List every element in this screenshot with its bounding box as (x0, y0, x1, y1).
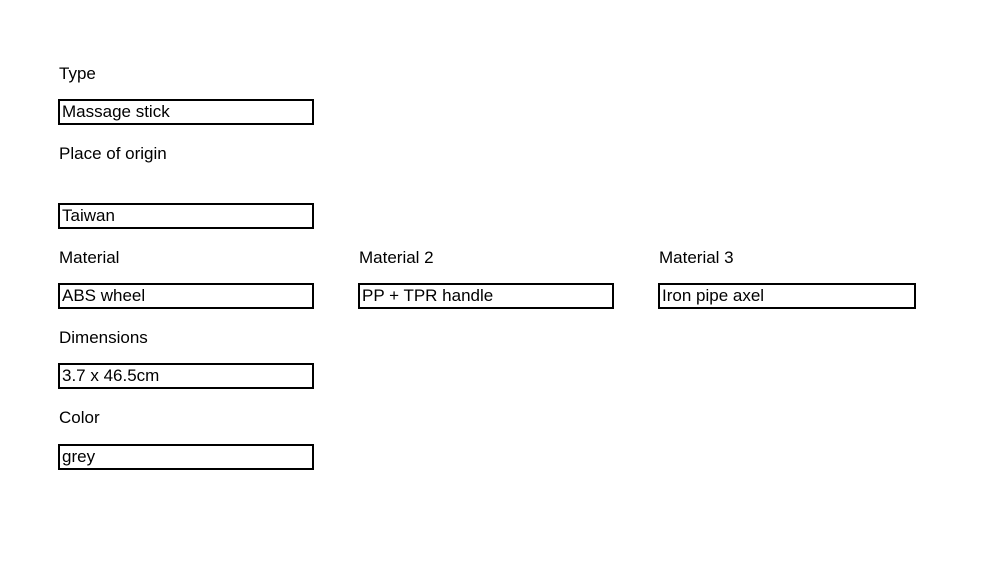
dimensions-field-input[interactable] (58, 363, 314, 389)
material-field-label: Material (59, 248, 120, 267)
material-2-field-label: Material 2 (359, 248, 434, 267)
color-field-label: Color (59, 408, 100, 427)
color-field-input[interactable] (58, 444, 314, 470)
type-field-label: Type (59, 64, 96, 83)
material-3-field-input[interactable] (658, 283, 916, 309)
material-2-field-input[interactable] (358, 283, 614, 309)
place-of-origin-field-label: Place of origin (59, 144, 167, 163)
place-of-origin-field-input[interactable] (58, 203, 314, 229)
type-field-input[interactable] (58, 99, 314, 125)
material-3-field-label: Material 3 (659, 248, 734, 267)
material-field-input[interactable] (58, 283, 314, 309)
dimensions-field-label: Dimensions (59, 328, 148, 347)
